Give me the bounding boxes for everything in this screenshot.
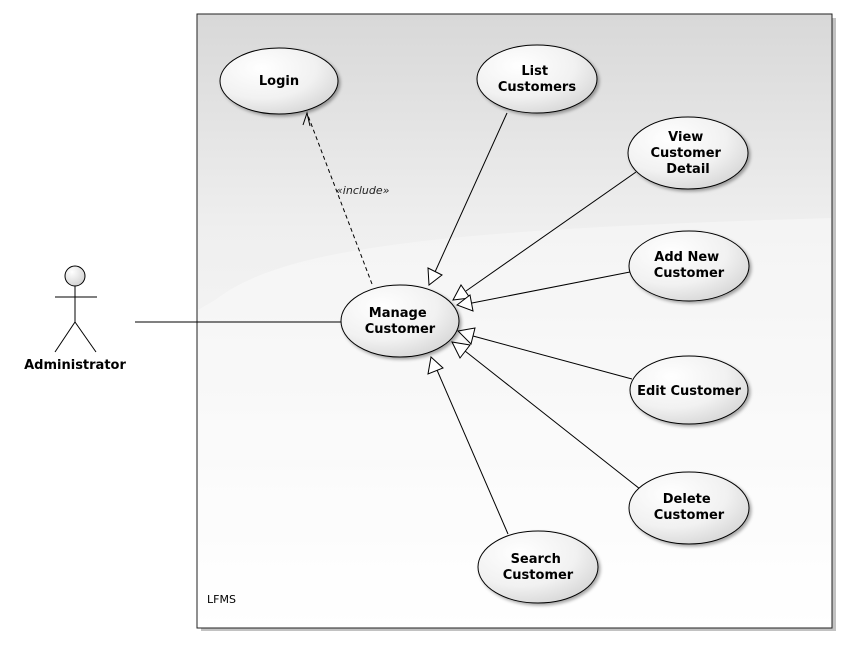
generalization-list-customers <box>434 112 508 273</box>
generalization-arrowhead <box>455 294 474 312</box>
use-case-label: Add New <box>654 250 719 265</box>
use-case-label: List <box>521 64 548 79</box>
use-case-label: Delete <box>663 492 711 507</box>
use-case-login[interactable]: Login <box>219 47 339 115</box>
actor-administrator[interactable]: Administrator <box>24 265 126 373</box>
svg-text:Edit Customer: Edit Customer <box>637 384 741 399</box>
include-label: «include» <box>336 184 390 197</box>
use-case-label: Login <box>259 74 299 89</box>
use-case-search-customer[interactable]: Search Customer <box>477 530 599 604</box>
use-case-label: Customer <box>365 322 436 337</box>
generalization-arrowhead <box>452 284 471 301</box>
generalization-delete-customer <box>464 350 641 490</box>
use-case-manage-customer[interactable]: Manage Customer <box>340 284 460 358</box>
use-case-label: Customer <box>503 568 574 583</box>
svg-text:Manage Customer: Manage Customer <box>365 306 436 337</box>
use-case-label: View <box>668 130 703 145</box>
svg-text:View Customer Deta: View Customer Detail <box>651 130 726 177</box>
svg-text:Delete Customer: Delete Customer <box>654 492 725 523</box>
generalization-arrowhead <box>451 341 471 359</box>
svg-text:Search Customer: Search Customer <box>503 552 574 583</box>
use-case-add-new-customer[interactable]: Add New Customer <box>628 230 750 302</box>
generalization-search-customer <box>436 369 509 535</box>
svg-text:Add New Customer: Add New Customer <box>654 250 725 281</box>
system-label: LFMS <box>207 593 236 606</box>
use-case-label: Detail <box>666 162 710 177</box>
svg-text:Login: Login <box>259 74 299 89</box>
generalization-view-customer-detail <box>465 171 637 292</box>
svg-text:List Customers: List Customers <box>498 64 576 95</box>
use-case-delete-customer[interactable]: Delete Customer <box>628 471 750 545</box>
use-case-label: Manage <box>369 306 427 321</box>
generalization-arrowhead <box>427 267 443 286</box>
generalization-arrowhead <box>427 356 444 375</box>
use-case-label: Search <box>511 552 561 567</box>
use-case-label: Customer <box>651 146 722 161</box>
use-case-label: Customer <box>654 508 725 523</box>
use-case-edit-customer[interactable]: Edit Customer <box>629 355 749 425</box>
generalization-arrowhead <box>456 327 476 345</box>
generalization-edit-customer <box>472 335 633 380</box>
use-case-list-customers[interactable]: List Customers <box>476 44 598 114</box>
stick-figure-icon <box>54 265 97 353</box>
use-case-label: Customer <box>654 266 725 281</box>
use-case-label: Edit Customer <box>637 384 741 399</box>
use-case-label: Customers <box>498 80 576 95</box>
generalization-lines <box>427 112 641 535</box>
generalization-add-new-customer <box>471 271 631 304</box>
include-dependency: «include» <box>302 111 390 285</box>
use-case-view-customer-detail[interactable]: View Customer Detail <box>627 116 749 190</box>
actor-name: Administrator <box>24 358 126 373</box>
